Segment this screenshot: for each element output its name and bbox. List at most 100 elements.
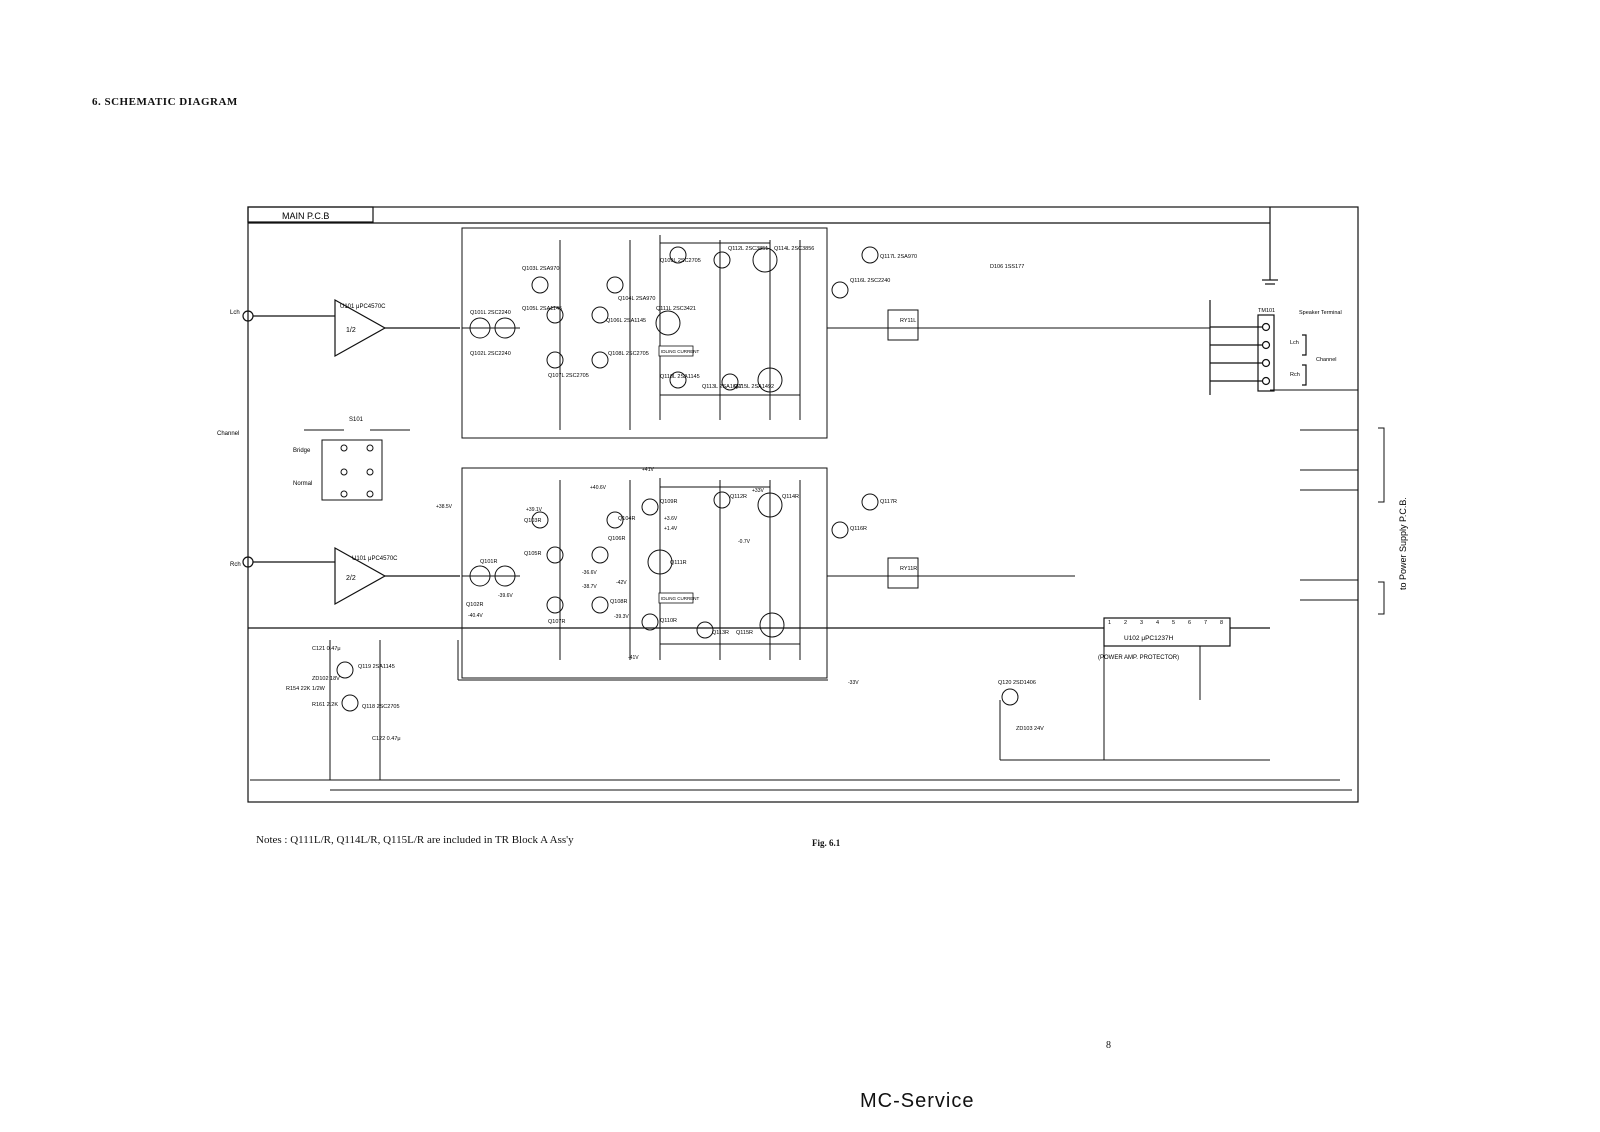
r161-label: R161 2.2K	[312, 702, 338, 708]
zd102-label: ZD102 18V	[312, 676, 340, 682]
pin-7: 7	[1204, 620, 1207, 626]
zd103-label: ZD103 24V	[1016, 726, 1044, 732]
terminal-speaker: Speaker Terminal	[1299, 310, 1342, 316]
voltage-10: +41V	[642, 467, 654, 473]
voltage-14: -39.6V	[498, 593, 513, 599]
q105r-label: Q105R	[524, 551, 541, 557]
q104r-label: Q104R	[618, 516, 635, 522]
opamp-left-label: U101 μPC4570C	[340, 304, 386, 310]
input-right-label: Rch	[230, 562, 241, 568]
channel-label: Channel	[217, 431, 239, 437]
power-wiring	[250, 389, 1385, 791]
q102r-label: Q102R	[466, 602, 483, 608]
q107r-label: Q107R	[548, 619, 565, 625]
q108l-label: Q108L 2SC2705	[608, 351, 649, 357]
q101l-label: Q101L 2SC2240	[470, 310, 511, 316]
voltage-15: -40.4V	[468, 613, 483, 619]
c121-label: C121 0.47μ	[312, 646, 341, 652]
voltage-5: +1.4V	[664, 526, 678, 532]
opamp-right-label: U101 μPC4570C	[352, 556, 398, 562]
protection-transistors	[329, 640, 1019, 780]
voltage-4: +3.6V	[664, 516, 678, 522]
opamp-left-half: 1/2	[346, 327, 356, 334]
q118-label: Q118 2SC2705	[362, 704, 400, 710]
q109l-label: Q109L 2SC2705	[660, 258, 701, 264]
misc-part-labels: Q118 2SC2705 Q119 2SA1145 Q120 2SD1406 D…	[286, 264, 1044, 742]
idling-current-right: IDLING CURRENT	[661, 596, 700, 601]
footnote: Notes : Q111L/R, Q114L/R, Q115L/R are in…	[256, 834, 574, 846]
right-amp-wiring	[461, 467, 960, 679]
terminal-lch: Lch	[1290, 340, 1299, 346]
voltage-7: +33V	[752, 488, 764, 494]
watermark-text: MC-Service	[860, 1090, 975, 1112]
q116r-label: Q116R	[850, 526, 867, 532]
q114r-label: Q114R	[782, 494, 799, 500]
transistor-symbols-right	[469, 491, 879, 639]
voltage-2: +39.1V	[526, 507, 543, 513]
q117r-label: Q117R	[880, 499, 897, 505]
r154-label: R154 22K 1/2W	[286, 686, 326, 692]
q108r-label: Q108R	[610, 599, 627, 605]
q116l-label: Q116L 2SC2240	[850, 278, 890, 284]
voltage-labels: +38.5V +39.1V +40.6V +3.6V +1.4V -0.7V +…	[436, 467, 859, 686]
q106r-label: Q106R	[608, 536, 625, 542]
d106-label: D106 1SS177	[990, 264, 1024, 270]
q101r-label: Q101R	[480, 559, 497, 565]
relay-symbols	[887, 309, 1210, 589]
voltage-16: -39.3V	[614, 614, 629, 620]
opamp-right-half: 2/2	[346, 575, 356, 582]
q104l-label: Q104L 2SA970	[618, 296, 655, 302]
opamp-right	[330, 546, 460, 606]
speaker-terminal	[1209, 300, 1307, 395]
q117l-label: Q117L 2SA970	[880, 254, 917, 260]
pin-2: 2	[1124, 620, 1127, 626]
pin-8: 8	[1220, 620, 1223, 626]
q113r-label: Q113R	[712, 630, 729, 636]
transistor-labels-right: Q101R Q102R Q103R Q104R Q105R Q106R Q107…	[466, 494, 897, 636]
q112l-label: Q112L 2SC3851	[728, 246, 768, 252]
voltage-13: -38.7V	[582, 584, 597, 590]
protector-pins: 1 2 3 4 5 6 7 8	[1108, 620, 1223, 626]
q120-label: Q120 2SD1406	[998, 680, 1036, 686]
pin-5: 5	[1172, 620, 1175, 626]
relay-left-label: RY11L	[900, 318, 916, 324]
q110r-label: Q110R	[660, 618, 677, 624]
q103r-label: Q103R	[524, 518, 541, 524]
q119-label: Q119 2SA1145	[358, 664, 395, 670]
protector-ic	[1103, 617, 1231, 647]
q111l-label: Q111L 2SC3421	[656, 306, 696, 312]
switch-ref: S101	[349, 417, 364, 423]
voltage-1: +38.5V	[436, 504, 453, 510]
pin-4: 4	[1156, 620, 1159, 626]
q106l-label: Q106L 2SA1145	[606, 318, 646, 324]
voltage-12: -36.6V	[582, 570, 597, 576]
voltage-8: -33V	[848, 680, 859, 686]
q105l-label: Q105L 2SA1145	[522, 306, 562, 312]
q109r-label: Q109R	[660, 499, 677, 505]
terminal-rch: Rch	[1290, 372, 1300, 378]
pin-6: 6	[1188, 620, 1191, 626]
terminal-channel: Channel	[1316, 357, 1337, 363]
c122-label: C122 0.47μ	[372, 736, 401, 742]
voltage-9: -41V	[628, 655, 639, 661]
voltage-6: -0.7V	[738, 539, 751, 545]
q113l-label: Q113L 2SA1667	[702, 384, 742, 390]
q107l-label: Q107L 2SC2705	[548, 373, 589, 379]
switch-bridge-label: Bridge	[293, 448, 311, 454]
pin-1: 1	[1108, 620, 1111, 626]
q102l-label: Q102L 2SC2240	[470, 351, 511, 357]
q110l-label: Q110L 2SA1145	[660, 374, 700, 380]
terminal-ref: TM101	[1258, 308, 1275, 314]
q112r-label: Q112R	[730, 494, 747, 500]
switch-normal-label: Normal	[293, 481, 312, 487]
q103l-label: Q103L 2SA970	[522, 266, 559, 272]
board-title: MAIN P.C.B	[282, 211, 329, 221]
relay-right-label: RY11R	[900, 566, 917, 572]
section-title: 6. SCHEMATIC DIAGRAM	[92, 96, 238, 108]
transistor-labels-left: Q101L 2SC2240 Q102L 2SC2240 Q103L 2SA970…	[470, 246, 917, 390]
outer-frame	[242, 206, 1359, 803]
protector-desc: (POWER AMP. PROTECTOR)	[1098, 655, 1179, 661]
q115l-label: Q115L 2SA1492	[734, 384, 774, 390]
q111r-label: Q111R	[670, 560, 687, 566]
